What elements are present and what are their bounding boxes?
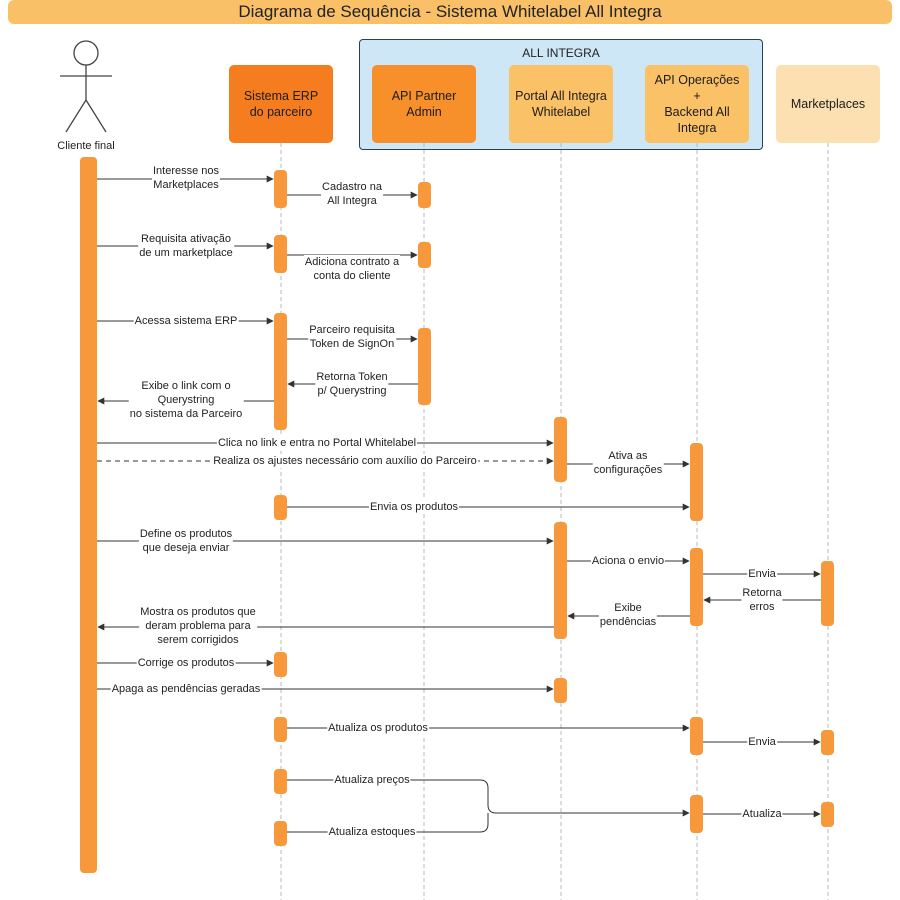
activation-erp-2 [274,235,287,273]
message-label: Envia [747,735,777,749]
message-label: Apaga as pendências geradas [110,682,262,696]
activation-ops-4 [690,795,703,833]
activation-ops-2 [690,548,703,626]
activation-erp-8 [274,821,287,846]
actor-label: Cliente final [57,140,115,152]
activation-market-2 [821,730,834,755]
message-label: Corrige os produtos [136,656,236,670]
arrow-atualiza-precos [287,779,690,817]
activation-portal-1 [554,417,567,482]
message-label: Envia os produtos [368,500,460,514]
diagram-title: Diagrama de Sequência - Sistema Whitelab… [8,0,892,24]
activation-market-3 [821,802,834,827]
activation-erp-3 [274,313,287,430]
message-label: Atualiza [741,807,783,821]
message-label: Atualiza os produtos [327,721,429,735]
activation-actor [80,157,97,873]
group-title: ALL INTEGRA [522,46,600,60]
message-label: Envia [747,567,777,581]
activation-partner-1 [418,182,431,208]
activation-portal-3 [554,678,567,703]
activation-partner-2 [418,242,431,268]
arrow-atualiza-estoques [287,813,489,833]
activation-erp-7 [274,769,287,794]
activation-partner-3 [418,328,431,405]
message-label: Aciona o envio [590,554,666,568]
activation-market-1 [821,561,834,626]
participant-marketplaces: Marketplaces [776,65,880,143]
message-label: Clica no link e entra no Portal Whitelab… [216,436,418,450]
activation-ops-3 [690,717,703,755]
message-label: Atualiza estoques [327,825,417,839]
actor-icon [60,40,112,133]
activation-erp-6 [274,717,287,742]
activation-erp-1 [274,170,287,208]
message-label: Realiza os ajustes necessário com auxíli… [212,454,478,468]
activation-portal-2 [554,522,567,639]
activation-erp-5 [274,652,287,677]
message-label: Acessa sistema ERP [133,314,239,328]
message-label: Atualiza preços [333,773,411,787]
activation-ops-1 [690,443,703,521]
activation-erp-4 [274,495,287,520]
